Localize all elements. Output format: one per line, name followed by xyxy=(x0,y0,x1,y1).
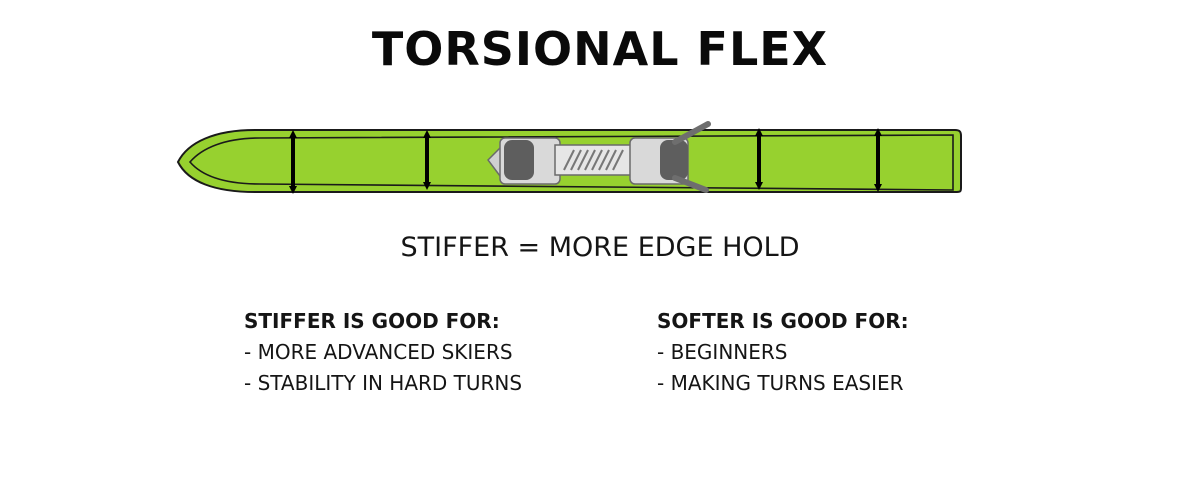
ski-edge-line xyxy=(188,134,954,191)
ski-diagram xyxy=(160,112,980,212)
softer-column: SOFTER IS GOOD FOR: - BEGINNERS - MAKING… xyxy=(657,306,909,399)
softer-item: - MAKING TURNS EASIER xyxy=(657,371,904,395)
stiffer-column: STIFFER IS GOOD FOR: - MORE ADVANCED SKI… xyxy=(244,306,522,399)
edge-hold-caption: STIFFER = MORE EDGE HOLD xyxy=(400,232,800,263)
softer-heading: SOFTER IS GOOD FOR: xyxy=(657,309,909,333)
stiffer-item: - MORE ADVANCED SKIERS xyxy=(244,340,513,364)
page-title: TORSIONAL FLEX xyxy=(371,22,829,76)
stiffer-item: - STABILITY IN HARD TURNS xyxy=(244,371,523,395)
softer-item: - BEGINNERS xyxy=(657,340,788,364)
binding xyxy=(487,121,711,193)
ski-illustration xyxy=(176,121,962,194)
stiffer-heading: STIFFER IS GOOD FOR: xyxy=(244,309,500,333)
